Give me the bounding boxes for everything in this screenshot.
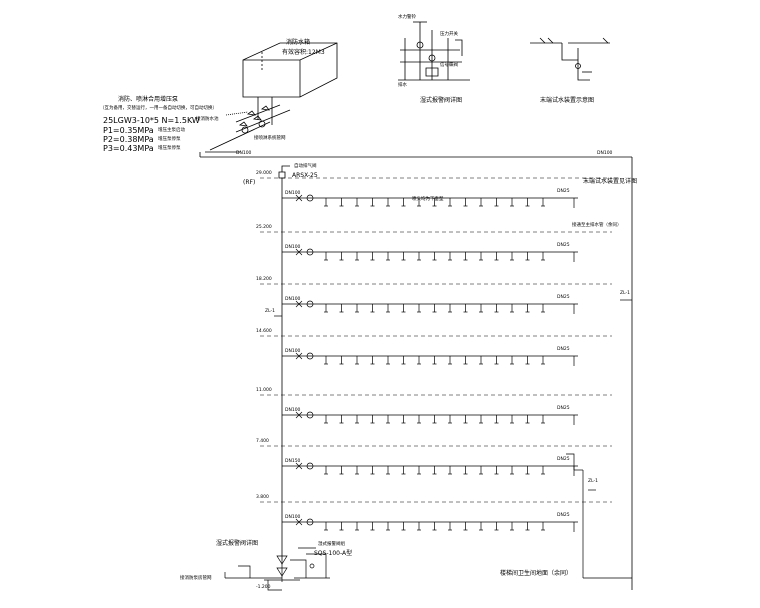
floor-dn-label: DN100 bbox=[285, 245, 301, 250]
roof-label: (RF) bbox=[243, 179, 256, 186]
flow-switch-icon bbox=[306, 462, 314, 470]
branch-end-dn-label: DN25 bbox=[557, 347, 570, 352]
bottom-valve-title: 湿式报警阀详图 bbox=[216, 540, 259, 547]
signal-valve-icon bbox=[295, 518, 303, 526]
floor-elevation-label: 25.200 bbox=[256, 225, 272, 230]
end-test-title: 末端试水装置示意图 bbox=[540, 97, 595, 104]
valve-label-switch: 压力开关 bbox=[440, 32, 458, 37]
top-header-pipe bbox=[199, 152, 633, 590]
riser-tag-right: ZL-1 bbox=[620, 291, 630, 296]
valve-label-bell: 水力警铃 bbox=[398, 15, 416, 20]
floor-elevation-label: 29.000 bbox=[256, 171, 272, 176]
booster-piping bbox=[205, 97, 291, 153]
main-riser bbox=[278, 165, 290, 560]
floor-dn-label: DN150 bbox=[285, 459, 301, 464]
signal-valve-icon bbox=[295, 248, 303, 256]
top-header-dn: DN100 bbox=[236, 151, 252, 156]
floor-elevation-label: 7.400 bbox=[256, 439, 269, 444]
tank-volume-label: 有效容积:12M3 bbox=[282, 49, 325, 56]
pressure-p2-desc: 增压泵停泵 bbox=[158, 137, 181, 142]
branch-end-dn-label: DN25 bbox=[557, 406, 570, 411]
flow-switch-icon bbox=[306, 411, 314, 419]
end-test-detail bbox=[530, 37, 610, 81]
bottom-right-label: 楼梯间卫生间地面（余同） bbox=[500, 570, 573, 577]
bottom-pump-note: 湿式报警阀组 bbox=[318, 542, 345, 547]
bottom-elev: -1.200 bbox=[256, 585, 271, 590]
pressure-p3-desc: 增压泵停泵 bbox=[158, 146, 181, 151]
booster-model: 25LGW3-10*5 N=1.5KW bbox=[103, 116, 200, 125]
pressure-p3: P3=0.43MPa bbox=[103, 144, 154, 153]
bottom-left-label: 接消防泵房管网 bbox=[180, 576, 212, 581]
pipe-spec: 喷头均为下垂型 bbox=[412, 197, 444, 202]
riser-tag-low: ZL-1 bbox=[588, 479, 598, 484]
pipe-label-pool: 接消防水池 bbox=[196, 117, 219, 122]
signal-valve-icon bbox=[295, 194, 303, 202]
exhaust-valve-label: 自动排气阀 bbox=[294, 164, 317, 169]
alarm-valve-title: 湿式报警阀详图 bbox=[420, 97, 463, 104]
signal-valve-icon bbox=[295, 300, 303, 308]
floor-dn-label: DN100 bbox=[285, 191, 301, 196]
pressure-p1-desc: 增压主泵启动 bbox=[158, 128, 185, 133]
floor-elevation-label: 11.000 bbox=[256, 388, 272, 393]
bottom-valve-group bbox=[224, 547, 330, 591]
end-test-ref: 末端试水装置见详图 bbox=[583, 178, 638, 185]
floor-elevation-label: 18.200 bbox=[256, 277, 272, 282]
signal-valve-icon bbox=[295, 352, 303, 360]
booster-note-line1: 消防、喷淋合用增压泵 bbox=[118, 96, 179, 103]
valve-label-butterfly: 信号蝶阀 bbox=[440, 63, 458, 68]
flow-switch-icon bbox=[306, 300, 314, 308]
exhaust-model: ARSX-25 bbox=[292, 172, 318, 179]
tank-name-label: 消防水箱 bbox=[286, 39, 311, 46]
riser-tag-left: ZL-1 bbox=[265, 309, 275, 314]
floor-ref: 接通至主排水管（余同） bbox=[572, 223, 622, 228]
drain-riser bbox=[566, 453, 632, 579]
pressure-p1: P1=0.35MPa bbox=[103, 126, 154, 135]
flow-switch-icon bbox=[306, 194, 314, 202]
riser-tag-leaders bbox=[274, 299, 632, 491]
signal-valve-icon bbox=[295, 411, 303, 419]
floor-dn-label: DN100 bbox=[285, 515, 301, 520]
pressure-p2: P2=0.38MPa bbox=[103, 135, 154, 144]
valve-label-drain: 排水 bbox=[398, 83, 407, 88]
bottom-pump-model: SQS-100-A型 bbox=[314, 550, 353, 557]
floor-elevation-label: 14.600 bbox=[256, 329, 272, 334]
alarm-valve-detail bbox=[398, 21, 470, 81]
branch-end-dn-label: DN25 bbox=[557, 295, 570, 300]
pipe-label-network: 接喷淋系统管网 bbox=[254, 136, 286, 141]
branch-end-dn-label: DN25 bbox=[557, 189, 570, 194]
signal-valve-icon bbox=[295, 462, 303, 470]
floor-elevation-label: 3.800 bbox=[256, 495, 269, 500]
floor-dn-label: DN100 bbox=[285, 408, 301, 413]
branch-end-dn-label: DN25 bbox=[557, 243, 570, 248]
branch-end-dn-label: DN25 bbox=[557, 513, 570, 518]
flow-switch-icon bbox=[306, 248, 314, 256]
top-header-dn-right: DN100 bbox=[597, 151, 613, 156]
flow-switch-icon bbox=[306, 518, 314, 526]
flow-switch-icon bbox=[306, 352, 314, 360]
booster-note-line2: （互为备用，交替运行，一用一备自动切换，可自动切换） bbox=[100, 106, 217, 111]
branch-end-dn-label: DN25 bbox=[557, 457, 570, 462]
floor-dn-label: DN100 bbox=[285, 349, 301, 354]
water-tank bbox=[242, 42, 338, 98]
floor-dn-label: DN100 bbox=[285, 297, 301, 302]
